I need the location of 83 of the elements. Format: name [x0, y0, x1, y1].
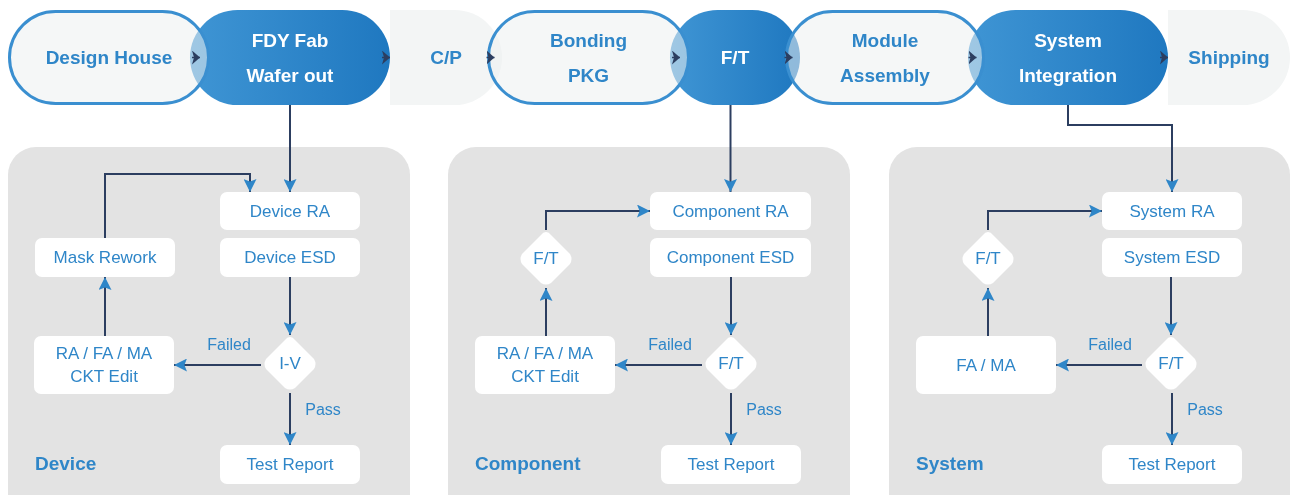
- box-label: F/T: [718, 354, 744, 374]
- process-box: [661, 445, 801, 484]
- stage-pill: [785, 10, 985, 105]
- stage-label: Bonding PKG: [549, 28, 628, 88]
- edge-label: Pass: [1187, 401, 1223, 419]
- chevron-arrow: [967, 50, 978, 65]
- chevron-arrow: [671, 50, 681, 65]
- group-panel: [889, 147, 1290, 495]
- box-label: Device RA: [249, 200, 331, 223]
- process-box: [650, 192, 811, 230]
- stage-pill: [968, 10, 1168, 105]
- process-box: [35, 238, 175, 277]
- arrow: [614, 358, 703, 372]
- process-box: [650, 238, 811, 277]
- arrow: [1165, 392, 1179, 446]
- box-label: Mask Rework: [53, 247, 157, 269]
- process-box: [1102, 192, 1242, 230]
- edge-label: Failed: [1088, 336, 1132, 354]
- panel-heading: System: [916, 453, 984, 475]
- group-panel: [448, 147, 850, 495]
- arrow: [283, 276, 297, 336]
- stage-pill: [670, 10, 800, 105]
- process-box: [1102, 238, 1242, 277]
- panel-heading: Component: [475, 453, 581, 475]
- box-label: Test Report: [246, 454, 334, 476]
- arrow: [724, 392, 738, 446]
- process-box: [1102, 445, 1242, 484]
- stage-pill: [190, 10, 390, 105]
- arrow: [1055, 358, 1143, 372]
- arrow: [1164, 276, 1178, 336]
- arrow: [98, 276, 112, 337]
- arrow: [1067, 104, 1179, 193]
- chevron-arrow: [485, 50, 496, 65]
- chevron-arrow: [381, 50, 391, 65]
- process-box: [916, 336, 1056, 394]
- box-label: System ESD: [1123, 247, 1221, 269]
- edge-label: Failed: [648, 336, 692, 354]
- stage-pill: [390, 10, 502, 105]
- arrow: [545, 204, 651, 231]
- box-label: RA / FA / MA CKT Edit: [54, 343, 154, 388]
- stage-label: Module Assembly: [839, 28, 931, 88]
- stage-pill: [487, 10, 690, 105]
- arrow: [981, 287, 995, 337]
- stage-label: C/P: [430, 46, 462, 70]
- stage-pill: [1168, 10, 1290, 105]
- box-label: RA / FA / MA CKT Edit: [495, 343, 595, 388]
- stage-label: System Integration: [1017, 28, 1119, 88]
- stage-label: Design House: [45, 46, 173, 70]
- box-label: Device ESD: [244, 247, 336, 269]
- process-box: [220, 238, 360, 277]
- box-label: System RA: [1129, 200, 1215, 223]
- box-label: F/T: [975, 249, 1001, 269]
- group-panel: [8, 147, 410, 495]
- arrow: [724, 104, 737, 193]
- stage-label: Shipping: [1188, 46, 1270, 70]
- arrow: [539, 287, 553, 337]
- stage-label: F/T: [720, 46, 750, 70]
- box-label: I-V: [279, 354, 301, 374]
- arrow: [173, 358, 262, 372]
- edge-label: Pass: [305, 401, 341, 419]
- arrow: [104, 173, 257, 239]
- arrow: [283, 392, 297, 446]
- box-label: Test Report: [1128, 454, 1216, 476]
- process-box: [34, 336, 174, 394]
- box-label: Component ESD: [666, 247, 795, 269]
- box-label: F/T: [533, 249, 559, 269]
- stage-label: FDY Fab Wafer out: [245, 28, 335, 88]
- chevron-arrow: [1159, 50, 1169, 65]
- box-label: Component RA: [672, 200, 789, 223]
- box-label: Test Report: [687, 454, 775, 476]
- edge-label: Pass: [746, 401, 782, 419]
- box-label: F/T: [1158, 354, 1184, 374]
- box-label: FA / MA: [956, 354, 1016, 377]
- chevron-arrow: [783, 50, 794, 65]
- process-box: [220, 445, 360, 484]
- edge-label: Failed: [207, 336, 251, 354]
- panel-heading: Device: [35, 453, 97, 475]
- chevron-arrow: [191, 50, 201, 65]
- process-box: [220, 192, 360, 230]
- arrow: [724, 276, 738, 336]
- arrow: [283, 104, 297, 193]
- arrow: [987, 204, 1103, 231]
- process-box: [475, 336, 615, 394]
